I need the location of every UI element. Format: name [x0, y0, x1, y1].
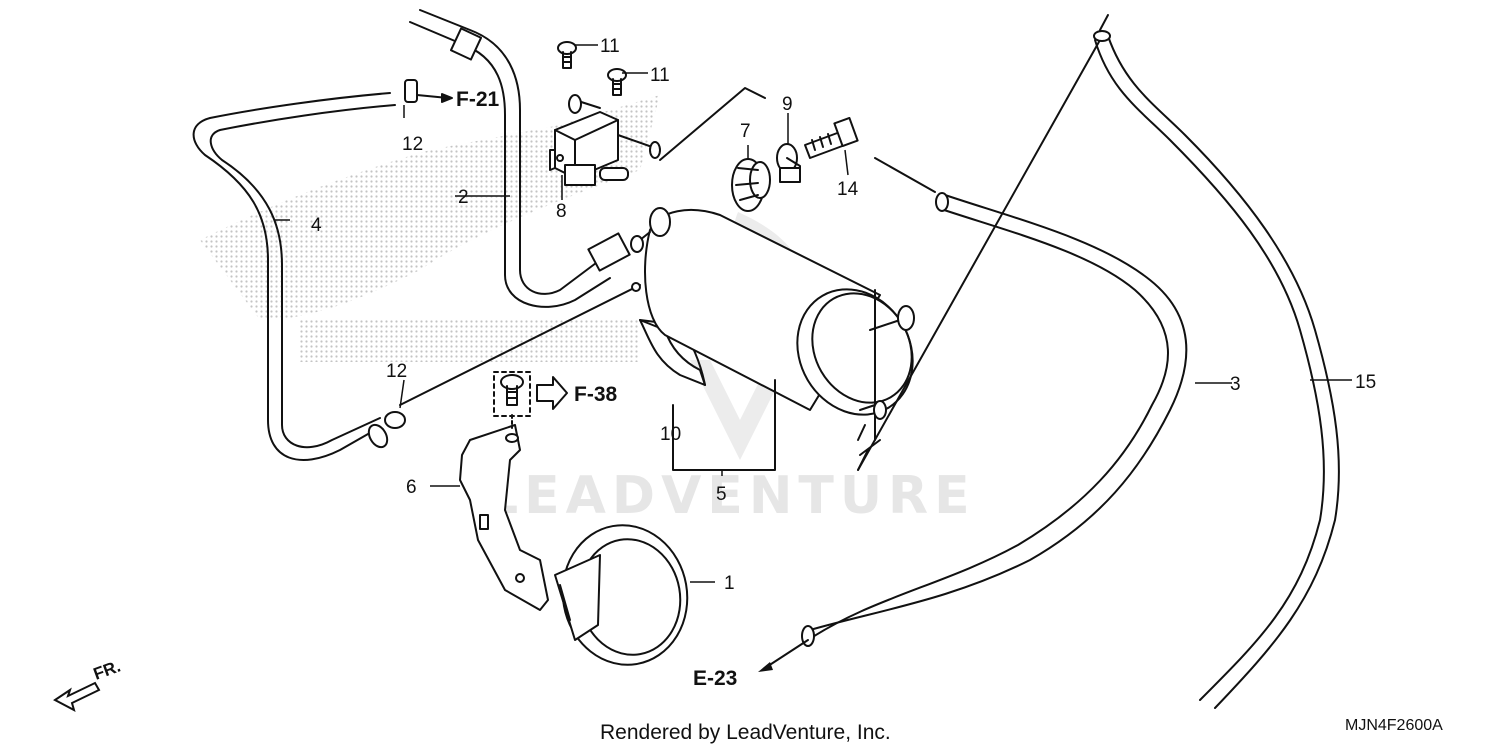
callout-6: 6 [406, 477, 417, 498]
part-14-bolt [804, 116, 859, 159]
part-7-grommet [731, 158, 771, 212]
arrow-f38 [536, 376, 568, 410]
part-11-screw-a [557, 41, 577, 69]
bracket-bolt [493, 371, 531, 443]
front-label: FR. [91, 657, 123, 684]
part-15-hose [1093, 14, 1340, 709]
assembly-bracket-5 [672, 379, 776, 471]
callout-3: 3 [1230, 374, 1241, 395]
brand-emblem-halftone [200, 95, 660, 362]
part-6-bracket [459, 424, 549, 611]
callout-12a: 12 [402, 134, 423, 155]
watermark-text: LEADVENTURE [485, 466, 976, 526]
callout-15: 15 [1355, 372, 1376, 393]
callout-2: 2 [458, 187, 469, 208]
reference-f21: F-21 [456, 88, 500, 111]
part-2-hose [409, 9, 631, 308]
callout-14: 14 [837, 179, 859, 200]
callout-4: 4 [311, 215, 322, 236]
reference-f38: F-38 [574, 383, 618, 406]
callouts: 1 2 3 4 5 6 7 8 9 10 11 11 12 12 14 15 [311, 36, 1376, 594]
leader-line-valve [659, 87, 766, 161]
callout-1: 1 [724, 573, 735, 594]
callout-9: 9 [782, 94, 793, 115]
front-direction-arrow: FR. [53, 657, 123, 712]
callout-7: 7 [740, 121, 751, 142]
leader-line-canister [857, 39, 1101, 471]
references: F-21 F-38 E-23 [456, 88, 737, 690]
part-4-hose [192, 92, 396, 461]
credit-text: Rendered by LeadVenture, Inc. [600, 721, 891, 744]
part-11-screw-b [607, 68, 627, 96]
diagram-code: MJN4F2600A [1345, 717, 1443, 734]
part-1-band [554, 524, 689, 666]
callout-5: 5 [716, 484, 727, 505]
part-12-clip-top [404, 79, 453, 103]
reference-e23: E-23 [693, 667, 737, 690]
part-9-collar [776, 143, 801, 183]
callout-10: 10 [660, 424, 681, 445]
part-8-solenoid-valve [549, 94, 661, 186]
callout-12b: 12 [386, 361, 407, 382]
canister-body [630, 207, 915, 441]
callout-11b: 11 [650, 65, 670, 86]
part-12-clip-bottom [384, 284, 641, 429]
callout-11a: 11 [600, 36, 620, 57]
callout-8: 8 [556, 201, 567, 222]
